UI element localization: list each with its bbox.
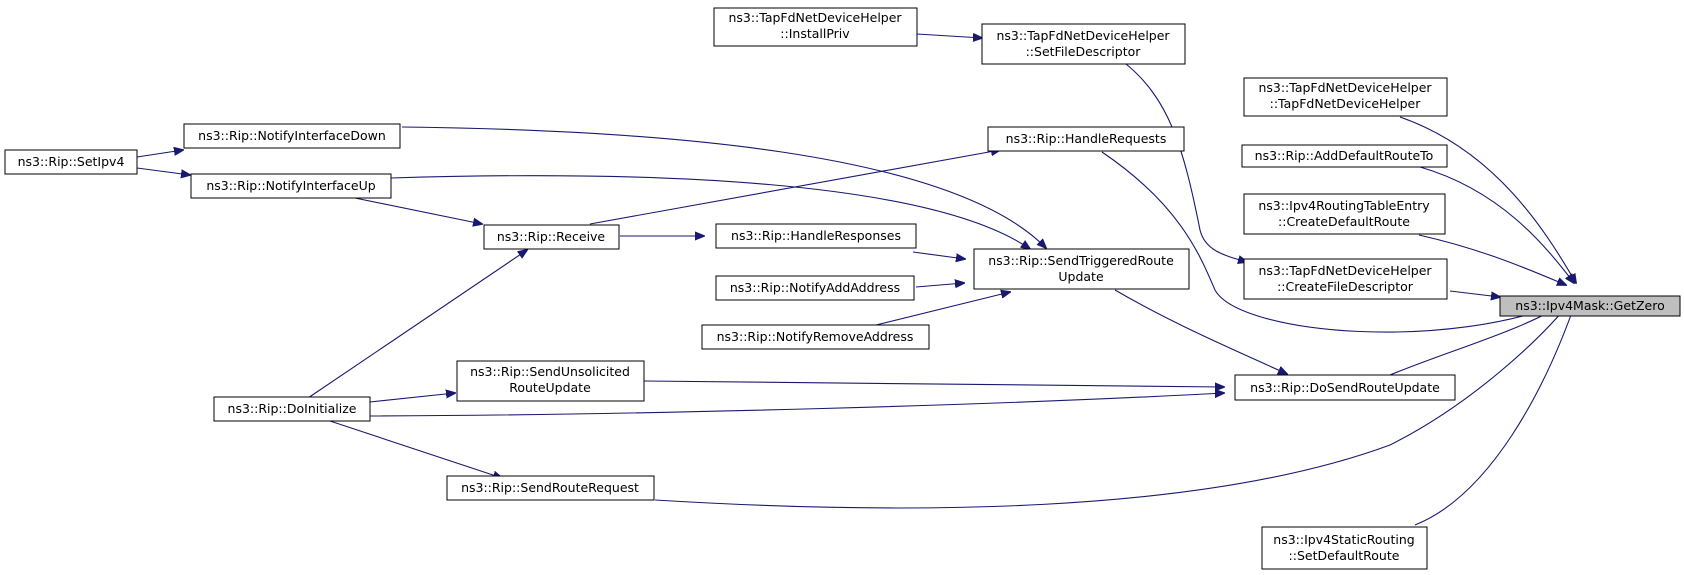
edge-doinitialize-to-receive <box>307 250 527 399</box>
edge-setipv4-to-notifyinterfacedown <box>136 150 183 158</box>
node-label: ns3::Rip::DoInitialize <box>228 401 357 416</box>
node-label: RouteUpdate <box>509 380 591 395</box>
node-rip-handlerequests[interactable]: ns3::Rip::HandleRequests <box>987 126 1185 152</box>
node-rip-setipv4[interactable]: ns3::Rip::SetIpv4 <box>4 149 138 175</box>
edge-doinitialize-to-dosendrouteupdate <box>369 393 1224 417</box>
edge-doinitialize-to-sendrouterequest <box>329 420 502 478</box>
edge-sendtriggered-to-dosendrouteupdate <box>1114 289 1287 374</box>
edge-createfiledescriptor-to-getzero <box>1449 290 1500 297</box>
node-ipv4staticrouting-setdefaultroute[interactable]: ns3::Ipv4StaticRouting ::SetDefaultRoute <box>1261 526 1428 570</box>
node-label: ns3::Rip::NotifyInterfaceDown <box>198 128 386 143</box>
edge-handleresponses-to-sendtriggered <box>912 251 965 259</box>
node-rip-notifyremoveaddress[interactable]: ns3::Rip::NotifyRemoveAddress <box>701 324 930 350</box>
node-rip-receive[interactable]: ns3::Rip::Receive <box>483 224 620 250</box>
node-ipv4routingtableentry-createdefaultroute[interactable]: ns3::Ipv4RoutingTableEntry ::CreateDefau… <box>1243 193 1446 235</box>
node-label: ns3::Rip::NotifyAddAddress <box>730 280 900 295</box>
node-tapfdnetdevicehelper-createfiledescriptor[interactable]: ns3::TapFdNetDeviceHelper ::CreateFileDe… <box>1243 258 1448 300</box>
node-label: ns3::Rip::DoSendRouteUpdate <box>1250 380 1440 395</box>
edge-notifyremoveaddress-to-sendtriggered <box>875 292 1010 326</box>
edge-notifyinterfaceup-to-receive <box>349 196 482 224</box>
node-label: ns3::Rip::SendTriggeredRoute <box>988 253 1174 268</box>
node-rip-adddefaultrouteto[interactable]: ns3::Rip::AddDefaultRouteTo <box>1241 144 1448 168</box>
node-rip-notifyinterfacedown[interactable]: ns3::Rip::NotifyInterfaceDown <box>183 123 401 149</box>
edge-notifyaddaddress-to-sendtriggered <box>915 283 964 287</box>
node-label: ::TapFdNetDeviceHelper <box>1270 96 1422 111</box>
node-label: ns3::TapFdNetDeviceHelper <box>1258 263 1432 278</box>
node-label: ns3::Ipv4RoutingTableEntry <box>1258 198 1430 213</box>
edge-adddefaultrouteto-to-getzero <box>1419 166 1574 283</box>
node-label: ns3::TapFdNetDeviceHelper <box>1258 80 1432 95</box>
node-label: ns3::TapFdNetDeviceHelper <box>996 28 1170 43</box>
edge-sendunsolicited-to-dosendrouteupdate <box>643 380 1224 387</box>
node-rip-doinitialize[interactable]: ns3::Rip::DoInitialize <box>213 396 371 422</box>
node-rip-sendunsolicitedrouteupdate[interactable]: ns3::Rip::SendUnsolicited RouteUpdate <box>456 360 645 402</box>
node-label: ns3::Ipv4Mask::GetZero <box>1515 298 1664 313</box>
edge-sendrouterequest-to-getzero <box>654 300 1572 509</box>
edge-layer <box>136 34 1576 526</box>
node-rip-handleresponses[interactable]: ns3::Rip::HandleResponses <box>715 223 917 249</box>
node-label: ns3::Rip::SetIpv4 <box>18 154 125 169</box>
edge-notifyinterfacedown-to-sendtriggered <box>401 126 1046 248</box>
node-rip-sendtriggeredrouteupdate[interactable]: ns3::Rip::SendTriggeredRoute Update <box>973 248 1190 290</box>
node-label: ns3::Rip::HandleResponses <box>731 228 901 243</box>
node-tapfdnetdevicehelper-setfiledescriptor[interactable]: ns3::TapFdNetDeviceHelper ::SetFileDescr… <box>981 23 1186 65</box>
node-label: ns3::Rip::HandleRequests <box>1006 131 1167 146</box>
edge-handlerequests-to-getzero <box>1101 151 1570 333</box>
edge-notifyinterfaceup-to-sendtriggered <box>390 175 1030 249</box>
node-rip-sendrouterequest[interactable]: ns3::Rip::SendRouteRequest <box>446 475 655 501</box>
node-rip-dosendrouteupdate[interactable]: ns3::Rip::DoSendRouteUpdate <box>1234 374 1456 401</box>
node-label: ::InstallPriv <box>780 26 850 41</box>
node-tapfdnetdevicehelper-installpriv[interactable]: ns3::TapFdNetDeviceHelper ::InstallPriv <box>713 7 918 47</box>
node-rip-notifyaddaddress[interactable]: ns3::Rip::NotifyAddAddress <box>715 275 915 301</box>
node-label: ::CreateDefaultRoute <box>1278 214 1410 229</box>
node-label: ns3::Rip::NotifyInterfaceUp <box>206 178 375 193</box>
node-label: ns3::Rip::Receive <box>497 229 606 244</box>
node-label: ns3::Rip::NotifyRemoveAddress <box>717 329 914 344</box>
node-label: Update <box>1058 269 1104 284</box>
edge-tapfdnetdevicehelper-to-getzero <box>1399 116 1576 283</box>
node-label: ::SetFileDescriptor <box>1026 44 1142 59</box>
node-ipv4mask-getzero[interactable]: ns3::Ipv4Mask::GetZero <box>1499 295 1681 317</box>
node-layer: ns3::Ipv4Mask::GetZero ns3::TapFdNetDevi… <box>4 7 1681 570</box>
node-label: ns3::Rip::SendUnsolicited <box>470 364 630 379</box>
node-label: ns3::Ipv4StaticRouting <box>1273 532 1414 547</box>
edge-installpriv-to-setfiledescriptor <box>916 34 982 38</box>
node-tapfdnetdevicehelper-constructor[interactable]: ns3::TapFdNetDeviceHelper ::TapFdNetDevi… <box>1243 77 1448 117</box>
edge-receive-to-handlerequests <box>589 150 1000 225</box>
node-label: ns3::TapFdNetDeviceHelper <box>728 10 902 25</box>
node-label: ::CreateFileDescriptor <box>1277 279 1414 294</box>
edge-setipv4-to-notifyinterfaceup <box>136 167 190 175</box>
node-label: ::SetDefaultRoute <box>1289 548 1400 563</box>
edge-doinitialize-to-sendunsolicited <box>369 393 455 403</box>
edge-createdefaultroute-to-getzero <box>1418 234 1566 285</box>
node-rip-notifyinterfaceup[interactable]: ns3::Rip::NotifyInterfaceUp <box>190 173 392 199</box>
node-label: ns3::Rip::SendRouteRequest <box>461 480 639 495</box>
node-label: ns3::Rip::AddDefaultRouteTo <box>1255 148 1434 163</box>
edge-setdefaultroute-to-getzero <box>1414 301 1576 526</box>
edge-setfiledescriptor-to-createfiledescriptor <box>1125 63 1247 262</box>
